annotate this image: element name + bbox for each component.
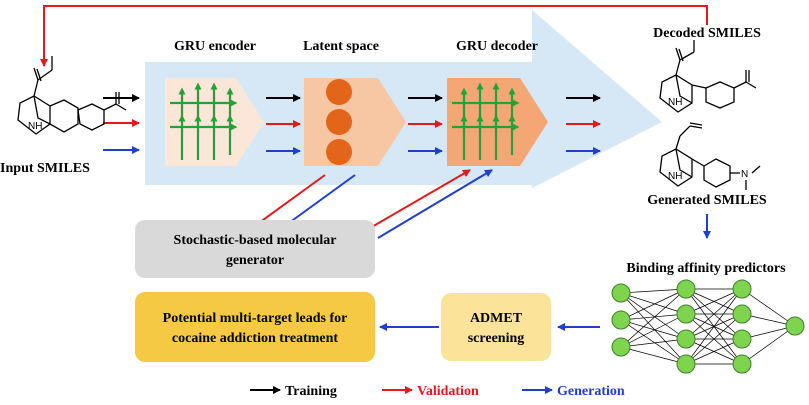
- flow-arrows-stage2: [266, 94, 301, 155]
- nn-edge: [620, 313, 687, 321]
- nn-edge: [620, 338, 687, 348]
- nn-node: [611, 337, 631, 357]
- leads-box: [135, 292, 375, 362]
- nn-edge: [685, 288, 743, 340]
- admet-label-line2: screening: [468, 331, 525, 346]
- input-molecule-structure: [17, 56, 127, 135]
- nn-edge: [685, 288, 743, 365]
- leads-label-line2: cocaine addiction treatment: [172, 331, 338, 346]
- nn-node: [676, 354, 696, 374]
- feedback-loop-line: [40, 5, 708, 67]
- nn-node: [785, 316, 805, 336]
- input-smiles-label: Input SMILES: [0, 161, 90, 176]
- nn-node: [611, 310, 631, 330]
- flow-arrows-stage4: [566, 94, 601, 155]
- stochastic-generator-box: [135, 220, 375, 278]
- nn-edge: [620, 292, 687, 340]
- nn-node: [676, 279, 696, 299]
- legend: Training Validation Generation: [250, 384, 625, 399]
- legend-training-label: Training: [285, 384, 337, 399]
- nn-edge: [685, 313, 743, 365]
- generated-molecule-structure: [659, 122, 761, 190]
- nn-edge: [741, 288, 796, 327]
- generator-to-decoder-blue: [377, 169, 493, 239]
- nn-node: [676, 304, 696, 324]
- nn-edge: [620, 288, 687, 321]
- admet-screening-box: [441, 293, 551, 361]
- stochastic-generator-label-line1: Stochastic-based molecular: [174, 233, 337, 248]
- generator-to-decoder-red: [369, 169, 471, 229]
- nn-node: [732, 354, 752, 374]
- nn-edge: [620, 288, 687, 294]
- stochastic-generator-label-line2: generator: [226, 253, 284, 268]
- nn-edge: [620, 292, 687, 315]
- decoded-smiles-label: Decoded SMILES: [653, 26, 761, 41]
- encoder-gru-cells: [170, 82, 238, 160]
- generated-molecule-nh: NH: [668, 171, 682, 182]
- binding-affinity-label: Binding affinity predictors: [626, 261, 786, 276]
- legend-generation-label: Generation: [557, 384, 625, 399]
- nn-edge: [685, 288, 743, 315]
- nn-edge: [620, 292, 687, 365]
- decoded-molecule-structure: [659, 40, 757, 113]
- gru-encoder-label: GRU encoder: [174, 39, 256, 54]
- nn-edge: [741, 325, 796, 365]
- nn-edge: [685, 338, 743, 365]
- gru-decoder-block: [447, 78, 548, 166]
- nn-node: [732, 329, 752, 349]
- decoder-gru-cells: [452, 82, 520, 160]
- nn-edge: [620, 319, 687, 340]
- nn-edge: [620, 313, 687, 348]
- neural-network-edges: [620, 288, 796, 365]
- latent-space-label: Latent space: [303, 39, 379, 54]
- decoded-molecule-nh: NH: [668, 97, 682, 108]
- nn-edge: [620, 346, 687, 365]
- nn-node: [676, 329, 696, 349]
- flow-arrows-stage3: [408, 94, 443, 155]
- generated-smiles-label: Generated SMILES: [647, 193, 767, 208]
- nn-edge: [620, 319, 687, 365]
- legend-validation-label: Validation: [417, 384, 479, 399]
- generated-molecule-n: N: [741, 169, 748, 180]
- flow-arrows-stage1: [103, 94, 140, 154]
- nn-node: [732, 304, 752, 324]
- neural-network-nodes: [611, 279, 805, 374]
- nn-node: [611, 283, 631, 303]
- gru-decoder-label: GRU decoder: [456, 39, 538, 54]
- nn-edge: [620, 288, 687, 348]
- latent-dots: [326, 79, 352, 165]
- nn-node: [732, 279, 752, 299]
- leads-label-line1: Potential multi-target leads for: [163, 311, 348, 326]
- latent-to-generator-blue: [281, 174, 356, 229]
- input-molecule-nh: NH: [28, 121, 42, 132]
- admet-label-line1: ADMET: [470, 311, 523, 326]
- latent-to-generator-red: [251, 174, 326, 229]
